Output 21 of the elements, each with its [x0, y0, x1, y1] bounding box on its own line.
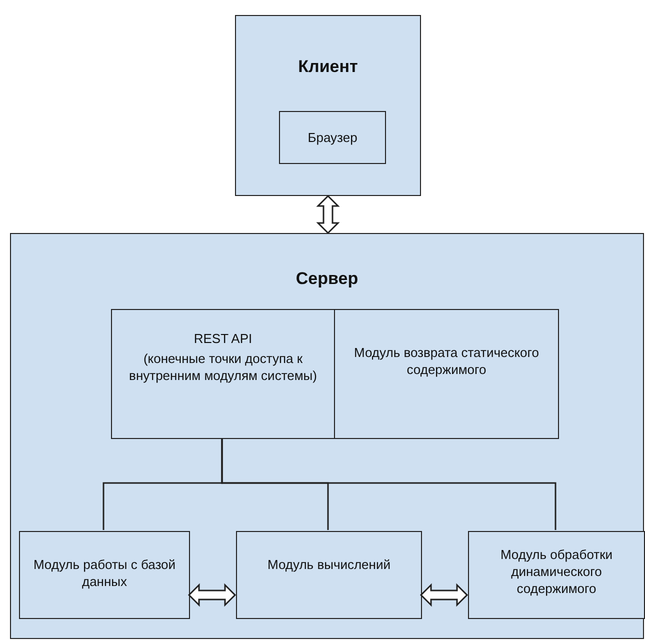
- module-box: [236, 531, 422, 619]
- box-label: Модуль обработки динамического содержимого: [499, 546, 614, 597]
- box-title: Клиент: [297, 58, 359, 75]
- double-block-arrow: [188, 583, 236, 607]
- box-label: Модуль вычислений: [266, 556, 392, 573]
- box-title: Сервер: [294, 270, 360, 287]
- box-label: Браузер: [306, 129, 358, 146]
- module-box: [334, 309, 559, 439]
- box-label: REST API: [192, 330, 254, 347]
- module-box: [19, 531, 190, 619]
- module-box: [111, 309, 335, 439]
- box-label: Модуль возврата статического содержимого: [353, 344, 540, 378]
- container-box: [235, 15, 421, 196]
- double-block-arrow: [420, 583, 468, 607]
- module-box: [279, 111, 386, 164]
- module-box: [468, 531, 645, 619]
- container-box: [10, 233, 644, 639]
- double-block-arrow: [316, 194, 340, 234]
- connector-line: [221, 438, 556, 530]
- box-label: Модуль работы с базой данных: [32, 556, 177, 590]
- box-label: (конечные точки доступа к внутренним модулям системы): [128, 350, 318, 384]
